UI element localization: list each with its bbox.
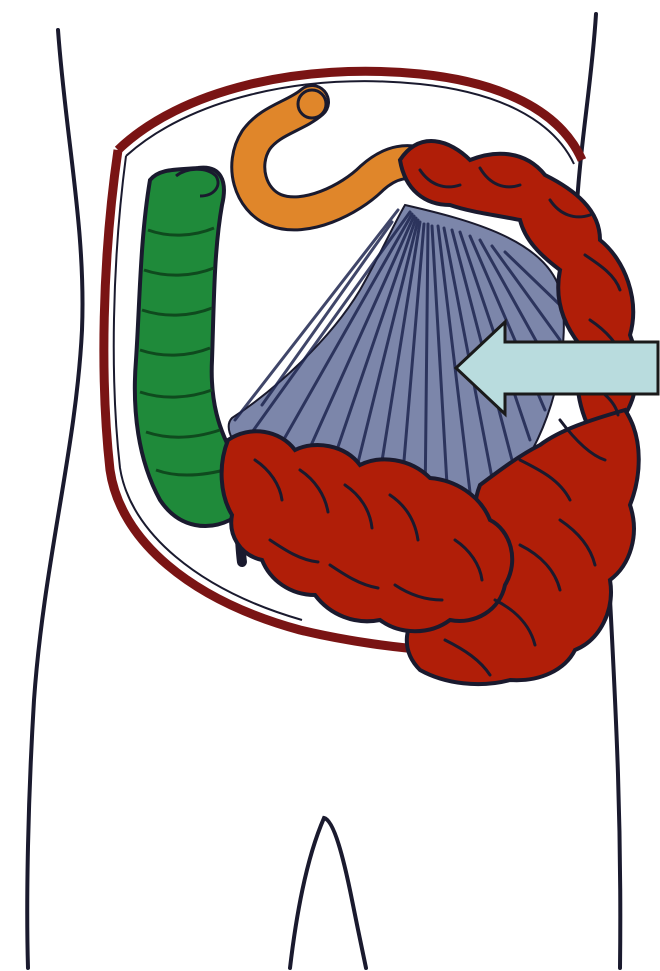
- orange-loop: [248, 90, 420, 213]
- orange-loop-end: [298, 90, 326, 118]
- torso-left-edge: [27, 30, 82, 968]
- leg-split: [290, 818, 366, 968]
